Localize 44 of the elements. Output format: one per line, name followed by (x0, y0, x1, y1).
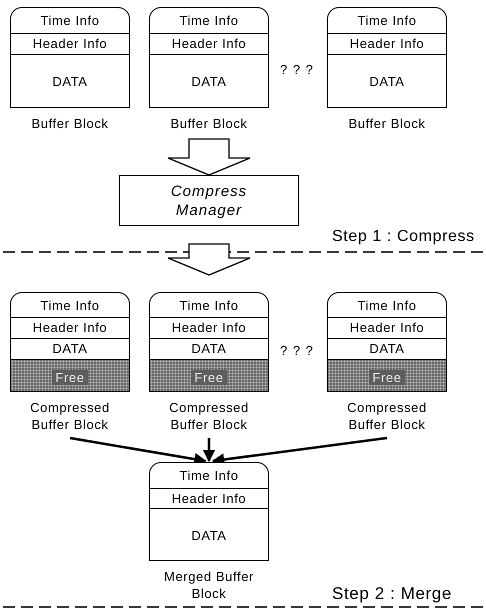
compressed-buffer-block (149, 292, 269, 392)
header-info-field: Header Info (11, 317, 129, 338)
arrow (202, 438, 216, 462)
data-field: DATA (328, 54, 446, 107)
block-caption: Buffer Block (347, 115, 427, 132)
buffer-block (149, 7, 269, 108)
block-caption: Buffer Block (169, 115, 249, 132)
block-caption: Compressed Buffer Block (346, 399, 428, 433)
buffer-block (327, 7, 447, 108)
free-label: Free (369, 370, 405, 385)
block-arrow (167, 138, 251, 176)
block-caption: Buffer Block (30, 115, 110, 132)
data-field: DATA (150, 508, 268, 560)
time-info-field: Time Info (150, 463, 268, 488)
free-label: Free (52, 370, 88, 385)
compressed-buffer-block (327, 292, 447, 392)
time-info-field: Time Info (150, 8, 268, 33)
block-caption: Compressed Buffer Block (168, 399, 250, 433)
header-info-field: Header Info (328, 33, 446, 54)
compress-manager-box (119, 175, 299, 226)
ellipsis-text: ? ? ? (279, 62, 315, 77)
time-info-field: Time Info (328, 293, 446, 317)
step-label: Step 1 : Compress (330, 228, 477, 246)
ellipsis-text: ? ? ? (279, 343, 315, 358)
step-label: Step 2 : Merge (330, 584, 454, 604)
time-info-field: Time Info (328, 8, 446, 33)
node-label: Compress Manager (170, 182, 248, 220)
compressed-buffer-block (10, 292, 130, 392)
header-info-field: Header Info (150, 33, 268, 54)
merged-buffer-block (149, 462, 269, 561)
time-info-field: Time Info (11, 8, 129, 33)
header-info-field: Header Info (11, 33, 129, 54)
header-info-field: Header Info (150, 317, 268, 338)
data-field: DATA (150, 54, 268, 107)
data-field: DATA (11, 54, 129, 107)
free-label: Free (191, 370, 227, 385)
block-arrow (167, 243, 251, 276)
time-info-field: Time Info (11, 293, 129, 317)
header-info-field: Header Info (150, 488, 268, 508)
time-info-field: Time Info (150, 293, 268, 317)
buffer-block (10, 7, 130, 108)
block-caption: Merged Buffer Block (163, 568, 255, 602)
header-info-field: Header Info (328, 317, 446, 338)
block-caption: Compressed Buffer Block (29, 399, 111, 433)
